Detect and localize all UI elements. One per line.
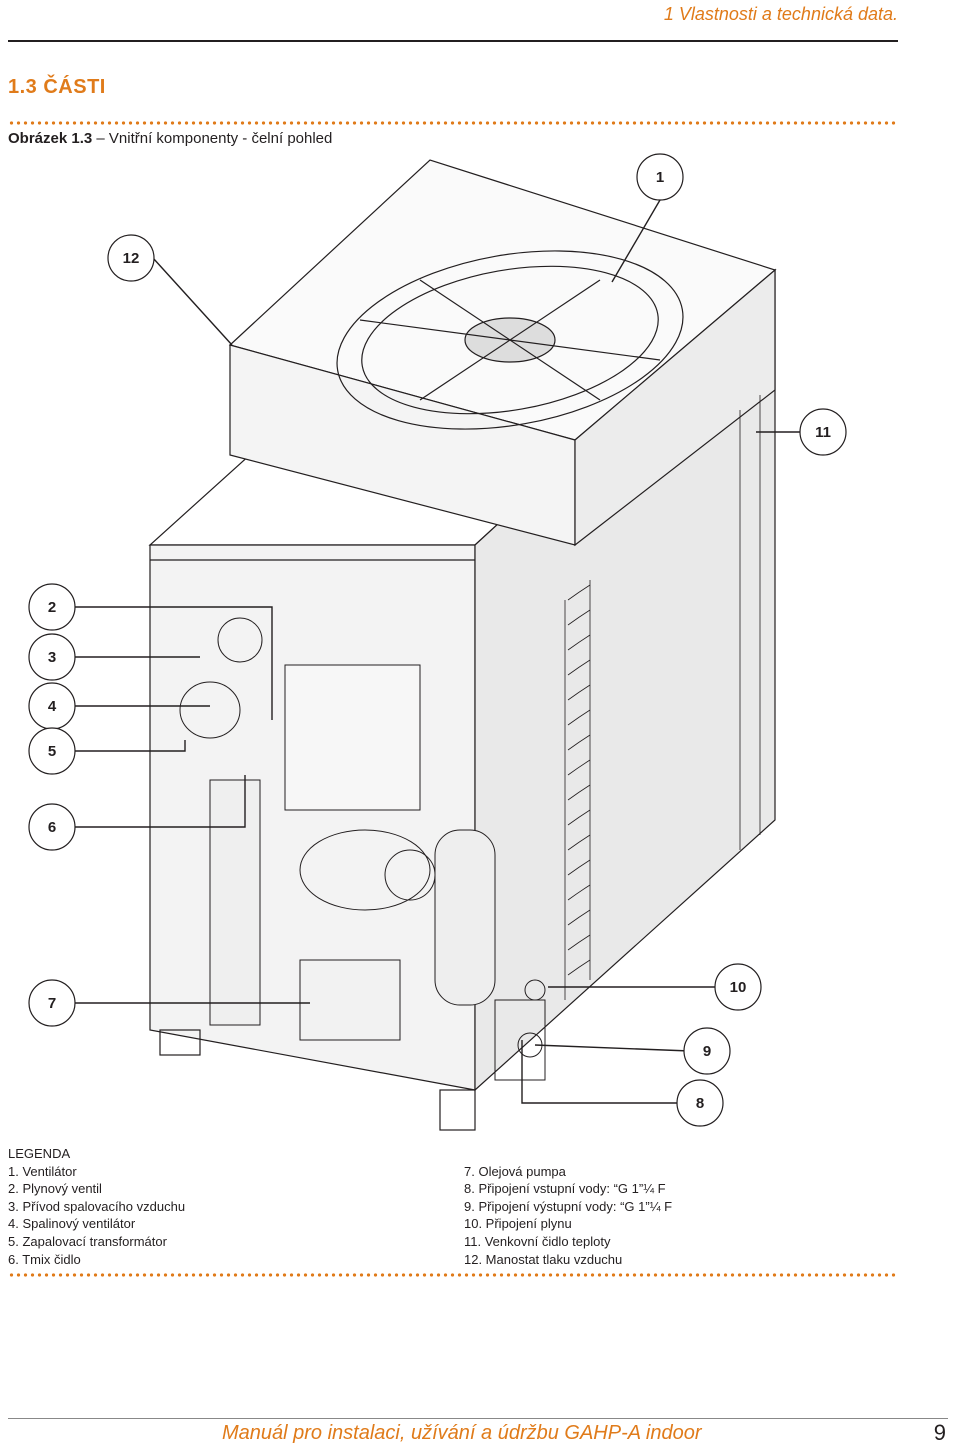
fan-housing [228,159,777,547]
callout-12 [107,234,155,282]
callout-2 [28,583,76,631]
callout-11 [799,408,847,456]
callout-9 [683,1027,731,1075]
svg-text:1: 1 [656,169,664,186]
figure-caption: Obrázek 1.3 – Vnitřní komponenty - čelní… [8,130,332,147]
page-number: 9 [933,1420,946,1445]
svg-text:10: 10 [730,979,747,996]
legend-item: 3. Přívod spalovacího vzduchu [8,1198,186,1214]
svg-text:8: 8 [696,1095,704,1112]
callout-labels: 1 12 11 2 3 4 5 6 7 10 9 8 [48,169,831,1112]
callout-8 [676,1079,724,1127]
figure-caption-text: – Vnitřní komponenty - čelní pohled [92,130,333,147]
section-title: 1.3 ČÁSTI [8,76,106,98]
svg-text:9: 9 [703,1043,711,1060]
callout-10 [714,963,762,1011]
legend-item: 12. Manostat tlaku vzduchu [464,1251,623,1267]
dotted-divider-top [8,121,898,125]
callout-1 [636,153,684,201]
callout-circles [28,153,847,1127]
svg-text:12: 12 [123,250,140,267]
legend-item: 5. Zapalovací transformátor [8,1233,167,1249]
callout-3 [28,633,76,681]
legend-item: 6. Tmix čidlo [8,1251,81,1267]
svg-text:3: 3 [48,649,56,666]
legend-title: LEGENDA [8,1146,71,1161]
legend-item: 8. Připojení vstupní vody: “G 1”¼ F [464,1181,666,1197]
legend-item: 1. Ventilátor [8,1163,77,1179]
internal-components [179,617,546,1081]
legend-item: 2. Plynový ventil [8,1181,102,1197]
legend-item: 10. Připojení plynu [464,1216,572,1232]
svg-text:4: 4 [48,698,57,715]
svg-text:7: 7 [48,995,56,1012]
callout-6 [28,803,76,851]
callout-7 [28,979,76,1027]
legend-left: LEGENDA 1. Ventilátor 2. Plynový ventil … [8,1145,185,1268]
heat-exchanger-coil [564,395,761,1000]
header-rule [8,40,898,42]
callout-5 [28,727,76,775]
svg-text:2: 2 [48,599,56,616]
legend-right: 7. Olejová pumpa 8. Připojení vstupní vo… [464,1163,672,1269]
chapter-header: 1 Vlastnosti a technická data. [663,4,898,24]
dotted-divider-bottom [8,1273,898,1277]
unit-drawing: 1 12 11 2 3 4 5 6 7 10 9 8 [28,153,847,1131]
footer-rule [8,1418,948,1419]
footer-manual-title: Manuál pro instalaci, užívání a údržbu G… [222,1422,702,1444]
svg-text:5: 5 [48,743,56,760]
svg-text:6: 6 [48,819,56,836]
figure-label: Obrázek 1.3 [8,130,93,147]
leader-lines [75,199,800,1104]
legend-item: 9. Připojení výstupní vody: “G 1”¼ F [464,1198,673,1214]
legend-item: 4. Spalinový ventilátor [8,1216,136,1232]
legend-item: 11. Venkovní čidlo teploty [464,1233,611,1249]
legend-item: 7. Olejová pumpa [464,1163,566,1179]
svg-text:11: 11 [815,424,831,441]
